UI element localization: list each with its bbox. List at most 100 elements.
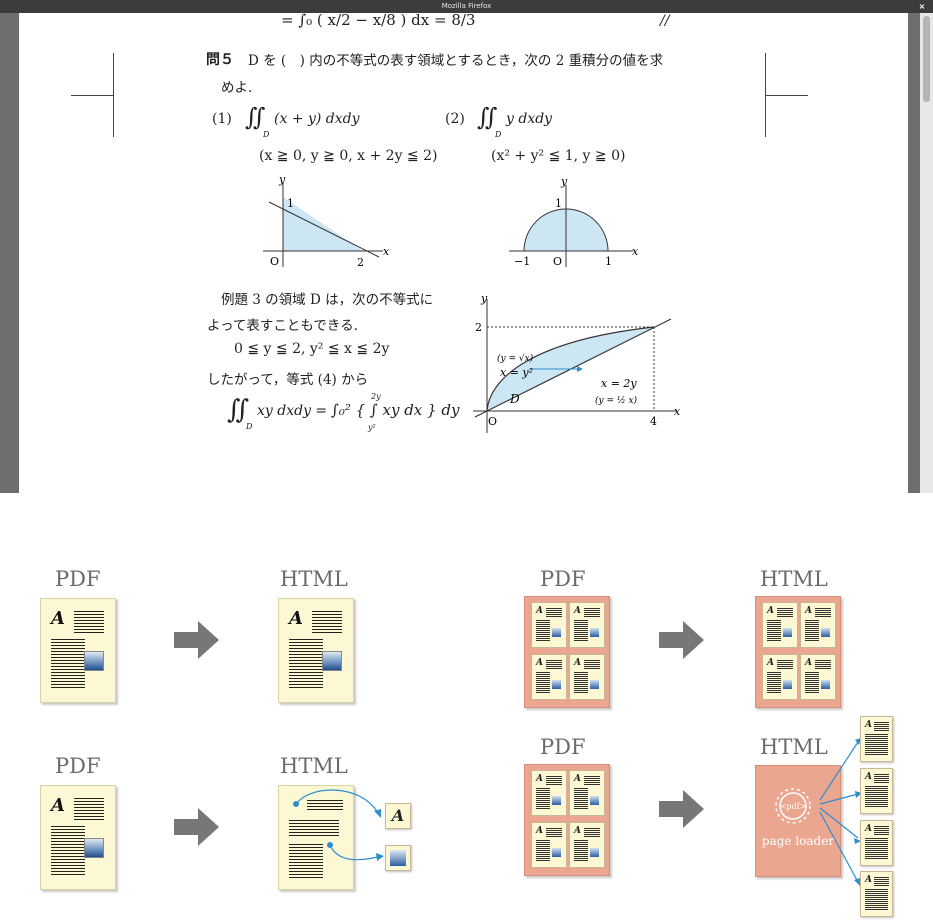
fig1-y-label: y <box>278 173 286 186</box>
image-icon <box>322 651 342 671</box>
viewer-gutter-left <box>0 13 19 493</box>
sub2-integral: ∬ <box>477 103 498 131</box>
fig2-tick-y: 1 <box>555 197 562 210</box>
scrollbar-thumb[interactable] <box>923 16 930 102</box>
figure-parabola-region: y x O 2 4 (y = √x) x = y² x = 2y (y = ½ … <box>473 292 681 433</box>
diagram2-arrow-icon <box>174 808 219 846</box>
page-thumb: A <box>569 822 605 868</box>
page-loader: <pdf> page loader <box>755 765 841 877</box>
final-lhs-rest: xy dxdy = <box>257 403 328 419</box>
pdf-viewer[interactable]: = ∫₀ ( x/2 − x/8 ) dx = 8/3 // 問５ D を ( … <box>0 13 933 493</box>
fig2-y-label: y <box>560 175 568 188</box>
window-title: Mozilla Firefox <box>441 2 492 10</box>
fig3-tick-y: 2 <box>475 321 482 334</box>
problem-label: 問５ <box>206 52 234 68</box>
sub2-subscript: D <box>495 130 502 139</box>
page-thumb: A <box>531 654 567 700</box>
page-thumb: A <box>569 770 605 816</box>
fig2-tick-x-neg: −1 <box>514 255 530 268</box>
diagram3-html-label: HTML <box>760 567 828 591</box>
fig3-curve-label-parabola: x = y² <box>500 366 533 379</box>
fig2-tick-x-pos: 1 <box>605 255 612 268</box>
example-line2: よって表すこともできる. <box>207 318 358 334</box>
page-thumb: A <box>531 770 567 816</box>
pdf-badge: <pdf> <box>780 802 807 811</box>
example-line1: 例題 3 の領域 D は，次の不等式に <box>221 292 434 308</box>
diagram4-pdf-pages: A A A A <box>524 764 610 876</box>
diagram2-pdf-doc: A <box>40 785 116 890</box>
final-upper-limit: 2y <box>371 392 381 401</box>
extracted-image-icon <box>385 845 411 871</box>
page-thumb: A <box>800 654 836 700</box>
diagram1-pdf-doc: A <box>40 598 116 703</box>
text-lines-icon <box>289 820 339 838</box>
diagram3-html-pages: A A A A <box>755 596 841 708</box>
fig3-line-label: x = 2y <box>601 377 637 390</box>
line-x-2y <box>474 318 672 418</box>
fig3-y-label: y <box>480 292 488 305</box>
vertical-scrollbar[interactable] <box>920 13 933 493</box>
text-lines-icon <box>74 611 104 633</box>
page-thumb: A <box>800 602 836 648</box>
diagram3-pdf-pages: A A A A <box>524 596 610 708</box>
diagram1-pdf-label: PDF <box>55 567 101 591</box>
loaded-page-fragment: A <box>860 716 893 762</box>
final-lower-limit: y² <box>368 423 376 432</box>
text-lines-icon <box>289 639 323 689</box>
fig3-region-label: D <box>509 392 520 406</box>
gear-icon: <pdf> <box>775 788 811 824</box>
page-thumb: A <box>762 654 798 700</box>
loaded-page-fragment: A <box>860 820 893 866</box>
final-rhs: ∫₀² { ∫ xy dx } dy <box>331 401 460 419</box>
sub2-label: (2) <box>445 111 465 127</box>
fig2-origin: O <box>553 255 562 268</box>
sub1-condition: (x ≧ 0, y ≧ 0, x + 2y ≦ 2) <box>259 148 438 164</box>
fig2-x-label: x <box>632 245 639 258</box>
problem-text-line1: D を ( ) 内の不等式の表す領域とするとき，次の 2 重積分の値を求 <box>248 53 664 69</box>
fig3-curve-label-sqrt: (y = √x) <box>497 353 534 364</box>
diagram2-pdf-label: PDF <box>55 754 101 778</box>
example-line3: したがって，等式 (4) から <box>207 372 369 388</box>
fig3-x-label: x <box>674 405 681 418</box>
fig1-origin: O <box>270 255 279 268</box>
image-icon <box>84 838 104 858</box>
parabola-curve <box>486 326 655 412</box>
loaded-page-fragment: A <box>860 768 893 814</box>
triangle-region-fill <box>283 197 363 251</box>
figure-triangle-region: y x O 1 2 <box>263 173 390 269</box>
image-icon <box>84 651 104 671</box>
page-loader-label: page loader <box>761 834 835 848</box>
pdf-page: = ∫₀ ( x/2 − x/8 ) dx = 8/3 // 問５ D を ( … <box>19 13 908 493</box>
diagram2-html-label: HTML <box>280 754 348 778</box>
glyph-icon: A <box>289 608 303 629</box>
sub1-integrand: (x + y) dxdy <box>274 111 360 127</box>
page-thumb: A <box>531 822 567 868</box>
problem-text-line2: めよ. <box>221 80 253 96</box>
fig1-x-label: x <box>383 245 390 258</box>
glyph-icon: A <box>51 608 65 629</box>
page-thumb: A <box>531 602 567 648</box>
sub1-subscript: D <box>263 130 270 139</box>
extracted-glyph-icon: A <box>385 803 411 829</box>
figure-semicircle-region: y x O 1 −1 1 <box>509 175 639 268</box>
final-lhs-integral: ∬ <box>227 395 250 425</box>
diagram1-html-label: HTML <box>280 567 348 591</box>
sub1-label: (1) <box>212 111 232 127</box>
page-thumb: A <box>762 602 798 648</box>
fig3-tick-x: 4 <box>650 415 657 428</box>
diagram4-pdf-label: PDF <box>540 735 586 759</box>
glyph-icon: A <box>51 795 65 816</box>
text-lines-icon <box>307 800 343 812</box>
page-thumb: A <box>569 654 605 700</box>
loaded-page-fragment: A <box>860 871 893 917</box>
top-equation: = ∫₀ ( x/2 − x/8 ) dx = 8/3 <box>281 13 476 29</box>
diagram3-pdf-label: PDF <box>540 567 586 591</box>
diagram2-resource-links <box>293 789 384 861</box>
text-lines-icon <box>289 844 323 880</box>
fig3-line-label-alt: (y = ½ x) <box>595 395 638 406</box>
page-thumb: A <box>569 602 605 648</box>
crop-mark-left-horizontal <box>71 95 114 96</box>
close-icon[interactable]: × <box>918 2 926 11</box>
example-inequality: 0 ≦ y ≦ 2, y² ≦ x ≦ 2y <box>234 341 390 357</box>
final-lhs-subscript: D <box>246 422 253 431</box>
